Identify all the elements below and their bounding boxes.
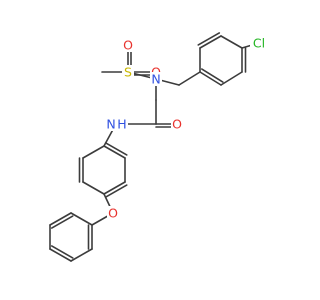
atom-cl: Cl — [250, 36, 268, 51]
atom-s-sulfonyl: S — [122, 65, 134, 80]
bond — [104, 142, 128, 156]
bond — [82, 145, 105, 159]
bond — [103, 181, 126, 195]
atom-label-layer: O O S N Cl O N H O — [106, 36, 268, 221]
atom-label-n: N — [151, 72, 160, 87]
atom-label-o: O — [123, 38, 133, 53]
bond — [199, 35, 222, 49]
atom-label-cl: Cl — [253, 36, 265, 51]
bond — [178, 71, 201, 86]
bond — [103, 145, 126, 159]
atom-label-o: O — [108, 206, 118, 221]
bond — [50, 245, 74, 259]
atom-n-sulfonamide: N — [150, 72, 162, 87]
atom-label-o: O — [172, 117, 182, 132]
bond — [220, 35, 243, 49]
atom-o-ether: O — [107, 206, 119, 221]
bond — [50, 215, 74, 229]
bond — [70, 248, 93, 262]
atom-label-n: N — [106, 117, 115, 132]
molecule-structure-diagram: O O S N Cl O N H O — [49, 32, 268, 262]
bond — [49, 248, 72, 262]
atom-label-s: S — [124, 65, 132, 80]
atom-label-h: H — [117, 117, 126, 132]
atom-nh-amide: N H — [106, 117, 128, 132]
bond — [220, 71, 243, 86]
bond — [70, 212, 93, 226]
bond — [197, 32, 221, 46]
atom-o-sulfonyl-top: O — [122, 38, 134, 53]
bond — [82, 181, 105, 195]
bond — [49, 212, 72, 226]
bond — [201, 68, 224, 83]
atom-o-amide: O — [171, 117, 183, 132]
bond — [199, 71, 222, 86]
bond — [104, 184, 128, 198]
